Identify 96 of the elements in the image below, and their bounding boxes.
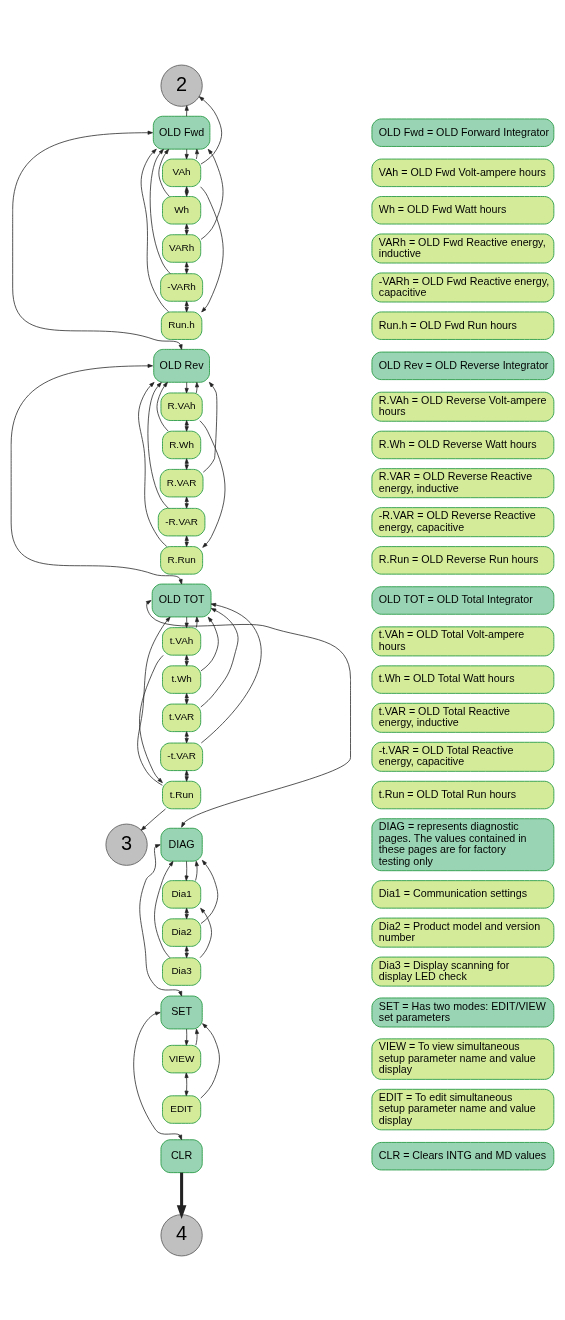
arrow (184, 148, 189, 159)
node-box: CLR = Clears INTG and MD values (371, 1141, 555, 1170)
arrow (133, 1011, 182, 1140)
node-box: R.VAR = OLD Reverse Reactive energy, inductive (371, 467, 555, 498)
arrow (145, 599, 351, 827)
node-box: Dia3 (162, 956, 202, 986)
arrow (200, 859, 219, 924)
arrow (140, 148, 170, 312)
node-box: OLD Rev (153, 348, 210, 383)
arrow (156, 381, 169, 432)
node-box: t.VAR = OLD Total Reactive energy, inductive (371, 702, 555, 733)
node-box: OLD TOT (151, 583, 212, 617)
arrow (10, 363, 183, 584)
node-box: OLD TOT = OLD Total Integrator (371, 585, 555, 615)
arrow (139, 843, 183, 996)
node-box: Dia2 = Product model and version number (371, 917, 555, 948)
node-box: Run.h (160, 311, 203, 340)
node-box: R.Wh (162, 430, 202, 459)
arrow (184, 907, 189, 919)
node-box: VIEW = To view simultaneous setup parameter name and value display (371, 1037, 555, 1080)
node-box: SET (160, 995, 203, 1029)
node-box: t.Wh = OLD Total Watt hours (371, 664, 555, 694)
node-box: R.Wh = OLD Reverse Watt hours (371, 430, 555, 459)
arrow (200, 148, 224, 240)
node-box: -t.VAR (160, 742, 204, 771)
node-box: t.Run (162, 780, 202, 809)
node-box: OLD Fwd (152, 115, 211, 150)
node-box: OLD Rev = OLD Reverse Integrator (371, 351, 555, 380)
node-box: Wh = OLD Fwd Watt hours (371, 195, 555, 224)
node-box: t.VAR (162, 703, 202, 732)
node-box: R.VAh (160, 392, 203, 421)
node-box: VARh = OLD Fwd Reactive energy, inductive (371, 233, 555, 263)
arrow (138, 381, 168, 547)
node-box: VAh (162, 158, 202, 187)
arrow (176, 1172, 187, 1219)
arrow (199, 419, 226, 548)
arrow (200, 185, 224, 312)
arrow (195, 381, 200, 393)
node-box: t.Run = OLD Total Run hours (371, 780, 555, 809)
arrow (154, 860, 174, 958)
node-box: DIAG (160, 827, 203, 862)
arrow (184, 616, 189, 628)
arrow (195, 148, 200, 159)
node-box: EDIT = To edit simultaneous setup parameter name and value display (371, 1088, 555, 1130)
node-circle: 4 (160, 1213, 203, 1256)
arrow (200, 616, 219, 671)
node-box: Run.h = OLD Fwd Run hours (371, 311, 555, 340)
arrow (184, 860, 189, 881)
arrow (158, 148, 170, 197)
node-box: R.VAh = OLD Reverse Volt-ampere hours (371, 391, 555, 422)
arrow (147, 381, 169, 509)
node-box: R.Run (160, 545, 204, 575)
arrow (199, 907, 212, 958)
node-box: EDIT (162, 1094, 202, 1124)
arrow (12, 130, 183, 350)
arrow (149, 148, 171, 274)
node-box: R.Run = OLD Reverse Run hours (371, 545, 555, 575)
node-box: VARh (162, 233, 202, 263)
node-box: Dia1 (162, 879, 202, 909)
node-box: Wh (162, 195, 202, 224)
node-box: -VARh (160, 272, 204, 302)
node-box: t.Wh (162, 664, 202, 694)
arrow (198, 95, 223, 164)
node-box: Dia3 = Display scanning for display LED check (371, 956, 555, 987)
node-box: Dia2 (162, 917, 202, 947)
arrow (140, 808, 166, 831)
arrow (184, 654, 189, 666)
arrow (184, 496, 189, 509)
node-box: CLR (160, 1138, 203, 1173)
node-box: OLD Fwd = OLD Forward Integrator (371, 118, 555, 147)
arrow (200, 1022, 220, 1098)
arrow (184, 104, 189, 117)
arrow (184, 1072, 189, 1096)
node-box: DIAG = represents diagnostic pages. The values contained in these pages are for factory testing only (371, 817, 555, 871)
arrow (200, 602, 262, 743)
arrow (195, 1028, 199, 1046)
arrow (137, 616, 171, 786)
node-box: t.VAh = OLD Total Volt-ampere hours (371, 625, 555, 656)
arrow (194, 860, 199, 881)
node-box: t.VAh (162, 626, 202, 656)
node-box: -R.VAR = OLD Reverse Reactive energy, capacitive (371, 506, 555, 537)
node-box: VIEW (162, 1044, 202, 1073)
node-box: SET = Has two modes: EDIT/VIEW set parameters (371, 997, 555, 1027)
node-box: -t.VAR = OLD Total Reactive energy, capacitive (371, 741, 555, 772)
node-box: R.VAR (159, 468, 204, 497)
arrow (200, 607, 239, 707)
arrow (202, 381, 218, 473)
arrow (184, 381, 189, 393)
arrow (184, 730, 189, 743)
node-box: -VARh = OLD Fwd Reactive energy, capacitive (371, 272, 555, 302)
node-box: Dia1 = Communication settings (371, 879, 555, 909)
arrow (139, 654, 164, 783)
node-box: VAh = OLD Fwd Volt-ampere hours (371, 158, 555, 187)
arrow (184, 1028, 189, 1046)
node-box: -R.VAR (157, 507, 206, 536)
arrow (195, 616, 200, 628)
